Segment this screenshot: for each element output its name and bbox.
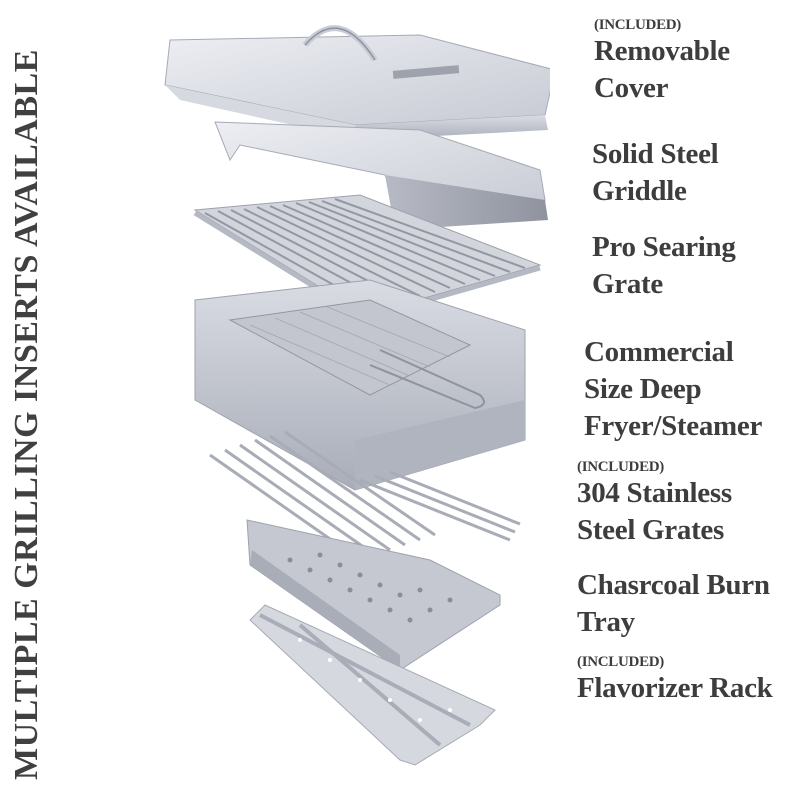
- label-removable-cover: (INCLUDED) Removable Cover: [594, 17, 730, 105]
- solid-steel-griddle-image: [214, 121, 548, 230]
- included-tag: (INCLUDED): [594, 17, 682, 33]
- charcoal-burn-tray-image: [246, 519, 501, 671]
- label-solid-steel-griddle: Solid Steel Griddle: [592, 138, 719, 207]
- stainless-steel-grates-image: [209, 430, 521, 562]
- label-deep-fryer-steamer: Commercial Size Deep Fryer/Steamer: [584, 336, 763, 442]
- included-tag: (INCLUDED): [577, 459, 665, 475]
- label-stainless-steel-grates: (INCLUDED) 304 Stainless Steel Grates: [577, 459, 732, 547]
- flavorizer-rack-image: [249, 604, 496, 766]
- grill-inserts-illustration: [164, 25, 550, 766]
- deep-fryer-steamer-image: [194, 279, 526, 491]
- included-tag: (INCLUDED): [577, 654, 665, 670]
- label-charcoal-burn-tray: Chasrcoal Burn Tray: [577, 569, 770, 638]
- label-pro-searing-grate: Pro Searing Grate: [592, 231, 736, 300]
- label-flavorizer-rack: (INCLUDED) Flavorizer Rack: [577, 654, 773, 705]
- pro-searing-grate-image: [193, 194, 542, 321]
